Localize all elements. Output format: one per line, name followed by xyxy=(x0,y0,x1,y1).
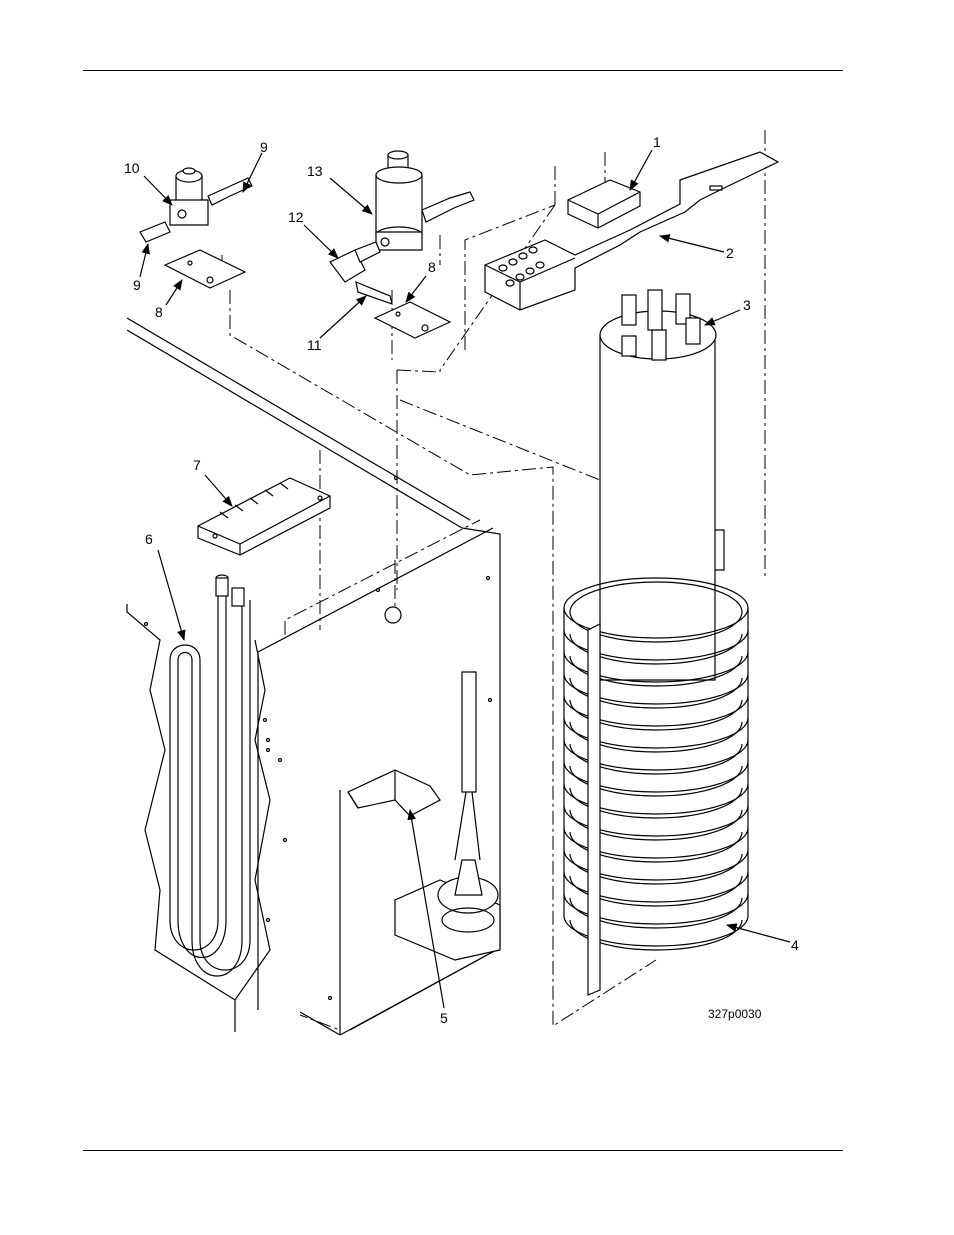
callout-9-right: 9 xyxy=(260,139,268,155)
figure-id: 327p0030 xyxy=(708,1007,762,1021)
callout-8-left: 8 xyxy=(155,304,163,320)
tank-cylinder xyxy=(600,290,724,680)
callout-13: 13 xyxy=(307,163,323,179)
callout-10: 10 xyxy=(124,160,140,176)
callout-9-left: 9 xyxy=(133,277,141,293)
coil-support-strap xyxy=(588,624,600,995)
callout-4: 4 xyxy=(791,937,799,953)
callout-3: 3 xyxy=(743,297,751,313)
mounting-brackets xyxy=(485,152,778,310)
solenoid-valve-left xyxy=(140,168,252,288)
thermostat-assembly xyxy=(348,672,500,960)
callout-8-center: 8 xyxy=(428,259,436,275)
callout-12: 12 xyxy=(288,209,304,225)
callout-1: 1 xyxy=(653,134,661,150)
callout-6: 6 xyxy=(145,531,153,547)
callout-11: 11 xyxy=(307,337,322,353)
callout-7: 7 xyxy=(193,457,201,473)
callout-5: 5 xyxy=(440,1010,448,1026)
heating-element xyxy=(127,575,270,1032)
callout-2: 2 xyxy=(726,245,734,261)
